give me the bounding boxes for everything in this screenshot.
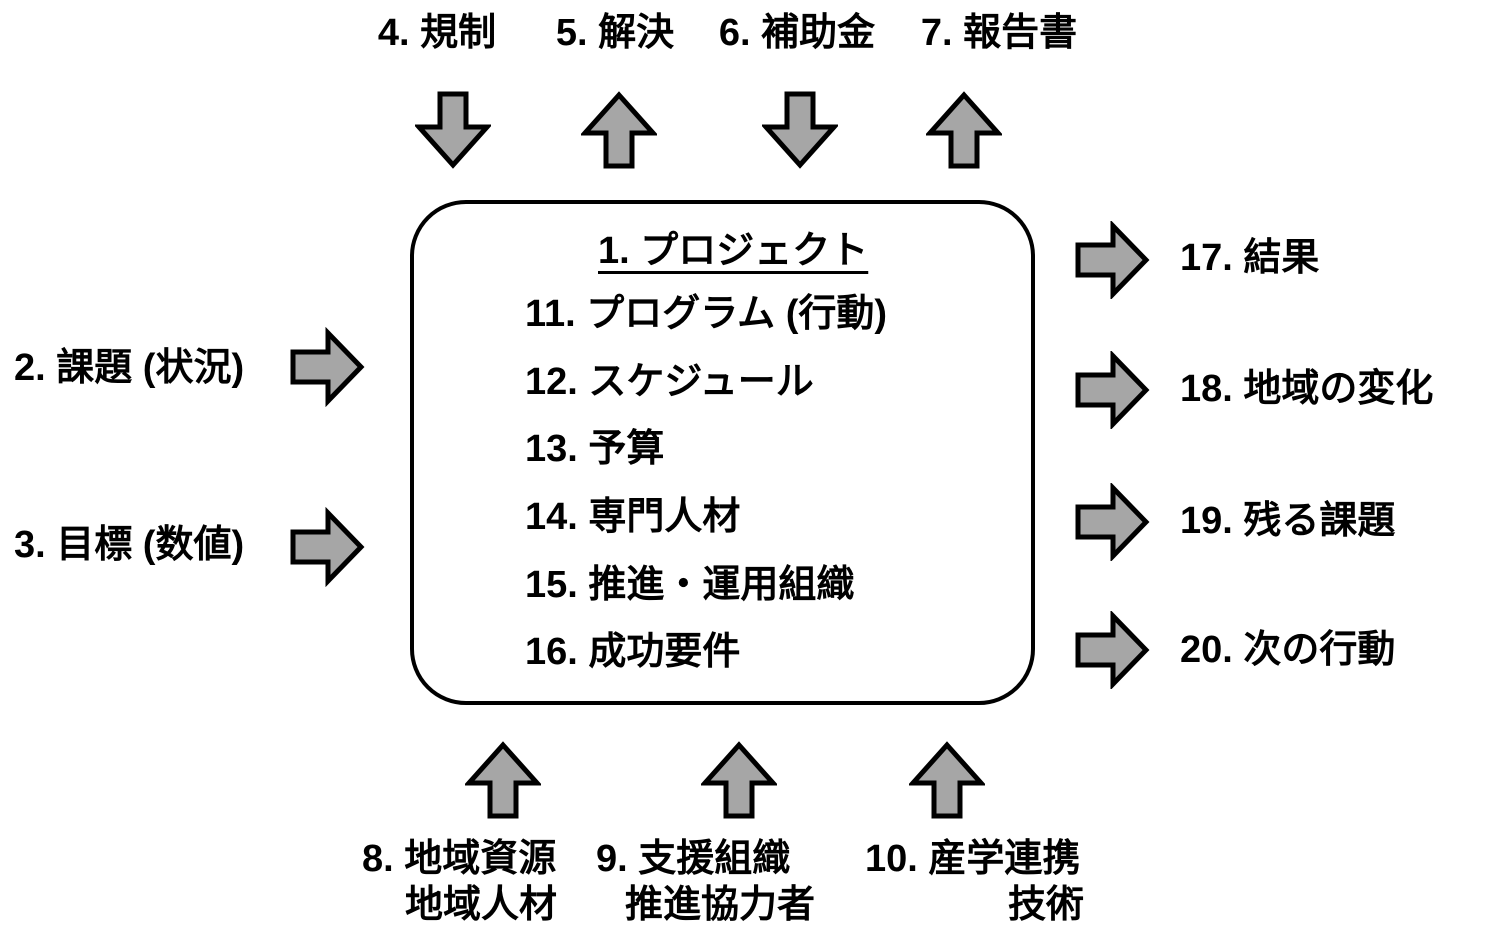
- label-subsidy: 6. 補助金: [718, 12, 876, 54]
- arrow-up-icon: [465, 741, 541, 819]
- arrow-up-icon: [909, 741, 985, 819]
- label-support-organization-line2: 推進協力者: [625, 884, 816, 926]
- label-regional-change: 18. 地域の変化: [1180, 368, 1434, 410]
- label-industry-academia-line1: 10. 産学連携: [865, 838, 1081, 880]
- label-remaining-issues: 19. 残る課題: [1180, 500, 1396, 542]
- arrow-up-icon: [701, 741, 777, 819]
- arrow-right-icon: [1075, 483, 1150, 561]
- box-item-experts: 14. 専門人材: [525, 496, 741, 538]
- label-regulation: 4. 規制: [377, 12, 497, 54]
- project-box: 1. プロジェクト 11. プログラム (行動) 12. スケジュール 13. …: [410, 200, 1035, 705]
- label-regional-resources: 8. 地域資源 地域人材: [362, 836, 557, 928]
- box-item-program: 11. プログラム (行動): [525, 293, 888, 335]
- box-item-budget: 13. 予算: [525, 428, 665, 470]
- label-report: 7. 報告書: [920, 12, 1078, 54]
- arrow-right-icon: [290, 327, 365, 407]
- label-goals: 3. 目標 (数値): [14, 524, 245, 566]
- box-item-organization: 15. 推進・運用組織: [525, 564, 855, 606]
- label-solution: 5. 解決: [555, 12, 675, 54]
- label-support-organization: 9. 支援組織 推進協力者: [596, 836, 815, 928]
- label-results: 17. 結果: [1180, 237, 1320, 279]
- label-next-action: 20. 次の行動: [1180, 629, 1396, 671]
- label-industry-academia: 10. 産学連携 技術: [865, 836, 1084, 928]
- label-regional-resources-line2: 地域人材: [405, 884, 558, 926]
- arrow-down-icon: [762, 91, 838, 169]
- label-industry-academia-line2: 技術: [1008, 884, 1085, 926]
- arrow-right-icon: [1075, 351, 1150, 429]
- label-regional-resources-line1: 8. 地域資源: [362, 838, 557, 880]
- arrow-up-icon: [581, 91, 657, 169]
- label-support-organization-line1: 9. 支援組織: [596, 838, 791, 880]
- arrow-up-icon: [926, 91, 1002, 169]
- box-item-success: 16. 成功要件: [525, 631, 741, 673]
- box-item-schedule: 12. スケジュール: [525, 361, 814, 403]
- arrow-right-icon: [1075, 221, 1150, 299]
- project-box-title: 1. プロジェクト: [598, 230, 869, 272]
- arrow-right-icon: [290, 507, 365, 587]
- arrow-right-icon: [1075, 611, 1150, 689]
- label-issues: 2. 課題 (状況): [14, 347, 245, 389]
- arrow-down-icon: [415, 91, 491, 169]
